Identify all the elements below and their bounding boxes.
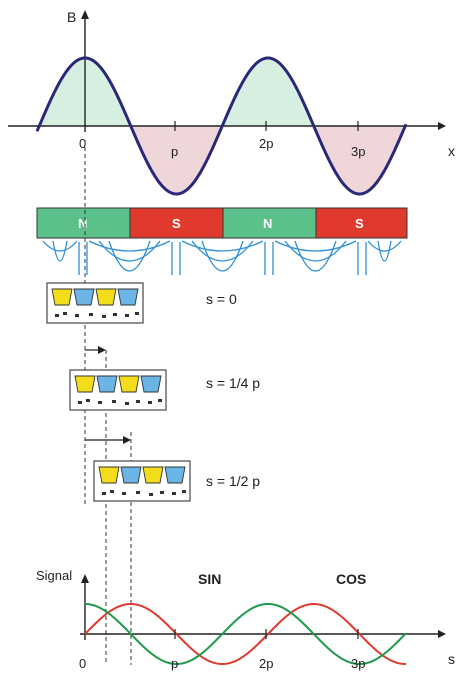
signal-tick-label-3p: 3p	[351, 656, 365, 671]
field-line-arc	[42, 240, 78, 252]
negative-lobe-fill	[130, 126, 406, 194]
sensor-pad	[102, 315, 106, 318]
field-lines	[42, 240, 402, 275]
sensor-pad	[63, 312, 67, 315]
field-plot-y-arrow	[81, 10, 89, 19]
sensor-pad	[160, 491, 164, 494]
field-line-arc	[377, 240, 392, 262]
displacement-arrow-half	[85, 436, 131, 444]
signal-plot-y-arrow	[81, 574, 89, 583]
signal-tick-label-p: p	[171, 656, 178, 671]
sensor-head-s0	[46, 282, 144, 324]
sensor-pad	[113, 313, 117, 316]
sensor-label-s-quarter: s = 1/4 p	[206, 375, 260, 391]
field-curve	[35, 56, 408, 196]
positive-lobe-fill	[37, 58, 406, 132]
pole-label-2: S	[172, 216, 181, 231]
sensor-pad	[89, 313, 93, 316]
coil-yellow	[118, 375, 140, 393]
pole-north-1	[36, 207, 131, 239]
pole-south-1	[129, 207, 224, 239]
field-line-arc	[108, 240, 151, 272]
coil-yellow	[51, 288, 73, 306]
coil-blue	[73, 288, 95, 306]
field-line-arc	[284, 240, 347, 262]
sensor-label-s-half: s = 1/2 p	[206, 473, 260, 489]
sensor-pad	[122, 492, 126, 495]
coil-blue	[164, 466, 186, 484]
pole-south-2	[315, 207, 408, 239]
field-line-arc	[294, 240, 337, 272]
sensor-pad	[158, 399, 162, 402]
sensor-head-s-quarter	[69, 369, 167, 411]
field-line-arc	[201, 240, 244, 272]
sensor-pad	[86, 399, 90, 402]
field-line-arc	[98, 240, 161, 262]
field-tick-label-0: 0	[79, 136, 86, 151]
sensor-pad	[125, 314, 129, 317]
pole-label-4: S	[355, 216, 364, 231]
sensor-pad	[135, 312, 139, 315]
field-plot: B x 0 p 2p 3p	[8, 9, 455, 196]
field-y-axis-label: B	[67, 9, 76, 25]
sensor-pad	[182, 490, 186, 493]
signal-y-axis-label: Signal	[36, 568, 72, 583]
sin-signal-curve	[84, 602, 407, 666]
sensor-pad	[125, 402, 129, 405]
coil-blue	[117, 288, 139, 306]
sensor-pad	[75, 314, 79, 317]
coil-yellow	[95, 288, 117, 306]
sensor-pad	[102, 492, 106, 495]
sensor-pad	[98, 401, 102, 404]
field-tick-label-3p: 3p	[351, 144, 365, 159]
pole-label-3: N	[263, 216, 272, 231]
sensor-pad	[110, 490, 114, 493]
coil-blue	[120, 466, 142, 484]
field-line-arc	[88, 240, 171, 252]
cos-signal-curve	[84, 602, 407, 665]
pole-label-1: N	[78, 216, 87, 231]
signal-tick-label-2p: 2p	[259, 656, 273, 671]
signal-plot: Signal s SIN COS 0 p 2p 3p	[36, 568, 455, 671]
coil-yellow	[142, 466, 164, 484]
sensor-pad	[148, 401, 152, 404]
cos-label: COS	[336, 571, 366, 587]
sensor-head-s-half	[93, 460, 191, 502]
sensor-pad	[172, 492, 176, 495]
field-x-axis-label: x	[448, 143, 455, 159]
signal-tick-label-0: 0	[79, 656, 86, 671]
signal-x-axis-label: s	[448, 651, 455, 667]
coil-blue	[96, 375, 118, 393]
displacement-arrow-quarter	[85, 346, 106, 354]
sensor-pad	[112, 400, 116, 403]
field-tick-label-2p: 2p	[259, 136, 273, 151]
magnet-strip: N S N S	[36, 207, 408, 239]
pole-north-2	[222, 207, 317, 239]
field-line-arc	[52, 240, 68, 262]
coil-blue	[140, 375, 162, 393]
sensor-pad	[136, 491, 140, 494]
coil-yellow	[74, 375, 96, 393]
field-line-arc	[367, 240, 402, 252]
sensor-label-s0: s = 0	[206, 291, 237, 307]
field-tick-label-p: p	[171, 144, 178, 159]
field-line-arc	[181, 240, 264, 252]
sensor-pad	[136, 400, 140, 403]
signal-plot-x-arrow	[438, 630, 446, 638]
sensor-pad	[149, 493, 153, 496]
field-line-arc	[274, 240, 357, 252]
sin-label: SIN	[198, 571, 221, 587]
sensor-pad	[78, 401, 82, 404]
coil-yellow	[98, 466, 120, 484]
field-line-arc	[191, 240, 254, 262]
field-plot-x-arrow	[438, 122, 446, 130]
sensor-pad	[55, 314, 59, 317]
